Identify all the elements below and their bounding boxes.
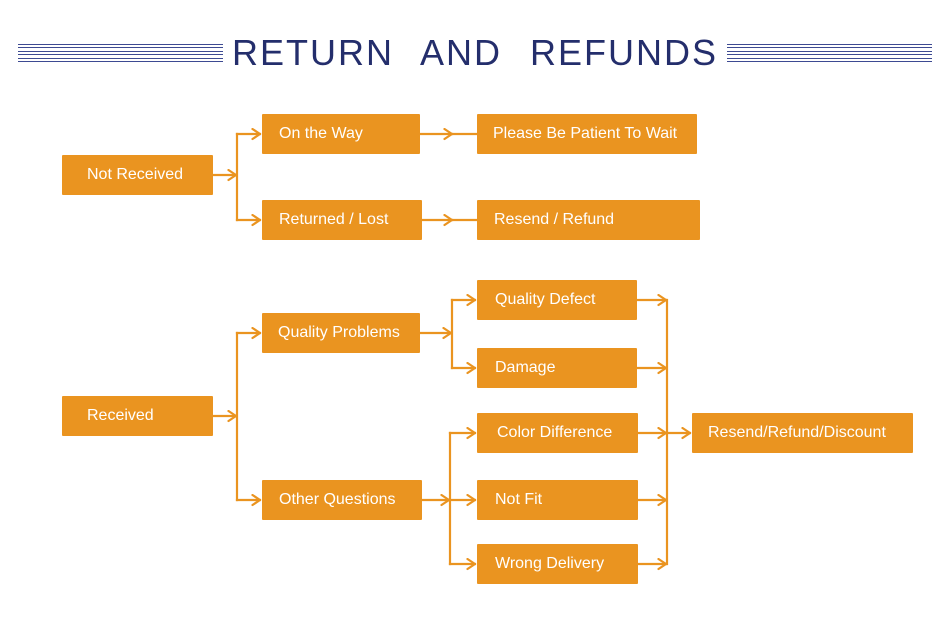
flow-node-label: Color Difference [497, 424, 613, 441]
flow-node-on-the-way: On the Way [262, 114, 420, 154]
title-rule-left [17, 44, 223, 62]
flow-node-not-received: Not Received [62, 155, 213, 195]
flow-node-label: Damage [495, 359, 556, 376]
flow-node-label: Received [87, 407, 154, 424]
title-rule-right [727, 44, 933, 62]
flow-node-color-difference: Color Difference [477, 413, 638, 453]
flow-node-label: Not Received [87, 166, 184, 183]
flow-node-resend-refund-discount: Resend/Refund/Discount [692, 413, 913, 453]
flow-node-label: Returned / Lost [279, 211, 389, 228]
flow-node-label: On the Way [279, 125, 363, 142]
flow-node-not-fit: Not Fit [477, 480, 638, 520]
flow-node-other-questions: Other Questions [262, 480, 422, 520]
flow-node-label: Quality Problems [278, 324, 400, 341]
flow-node-label: Resend/Refund/Discount [708, 424, 886, 441]
flow-node-label: Quality Defect [495, 291, 596, 308]
flow-node-label: Please Be Patient To Wait [493, 125, 678, 142]
flow-node-quality-problems: Quality Problems [262, 313, 420, 353]
flow-node-received: Received [62, 396, 213, 436]
flow-node-please-be-patient: Please Be Patient To Wait [477, 114, 697, 154]
flow-node-label: Other Questions [279, 491, 396, 508]
title-banner: RETURN AND REFUNDS [0, 28, 950, 78]
page-title: RETURN AND REFUNDS [231, 32, 719, 73]
flow-node-wrong-delivery: Wrong Delivery [477, 544, 638, 584]
rule-line [727, 51, 933, 55]
rule-line [17, 58, 223, 62]
flow-node-damage: Damage [477, 348, 637, 388]
rule-line [17, 51, 223, 55]
rule-line [727, 58, 933, 62]
rule-line [727, 44, 933, 48]
flow-node-quality-defect: Quality Defect [477, 280, 637, 320]
flow-node-label: Wrong Delivery [495, 555, 605, 572]
flow-node-returned-lost: Returned / Lost [262, 200, 422, 240]
flow-node-label: Not Fit [495, 491, 543, 508]
flow-node-label: Resend / Refund [494, 211, 615, 228]
flow-node-resend-refund: Resend / Refund [477, 200, 700, 240]
rule-line [17, 44, 223, 48]
